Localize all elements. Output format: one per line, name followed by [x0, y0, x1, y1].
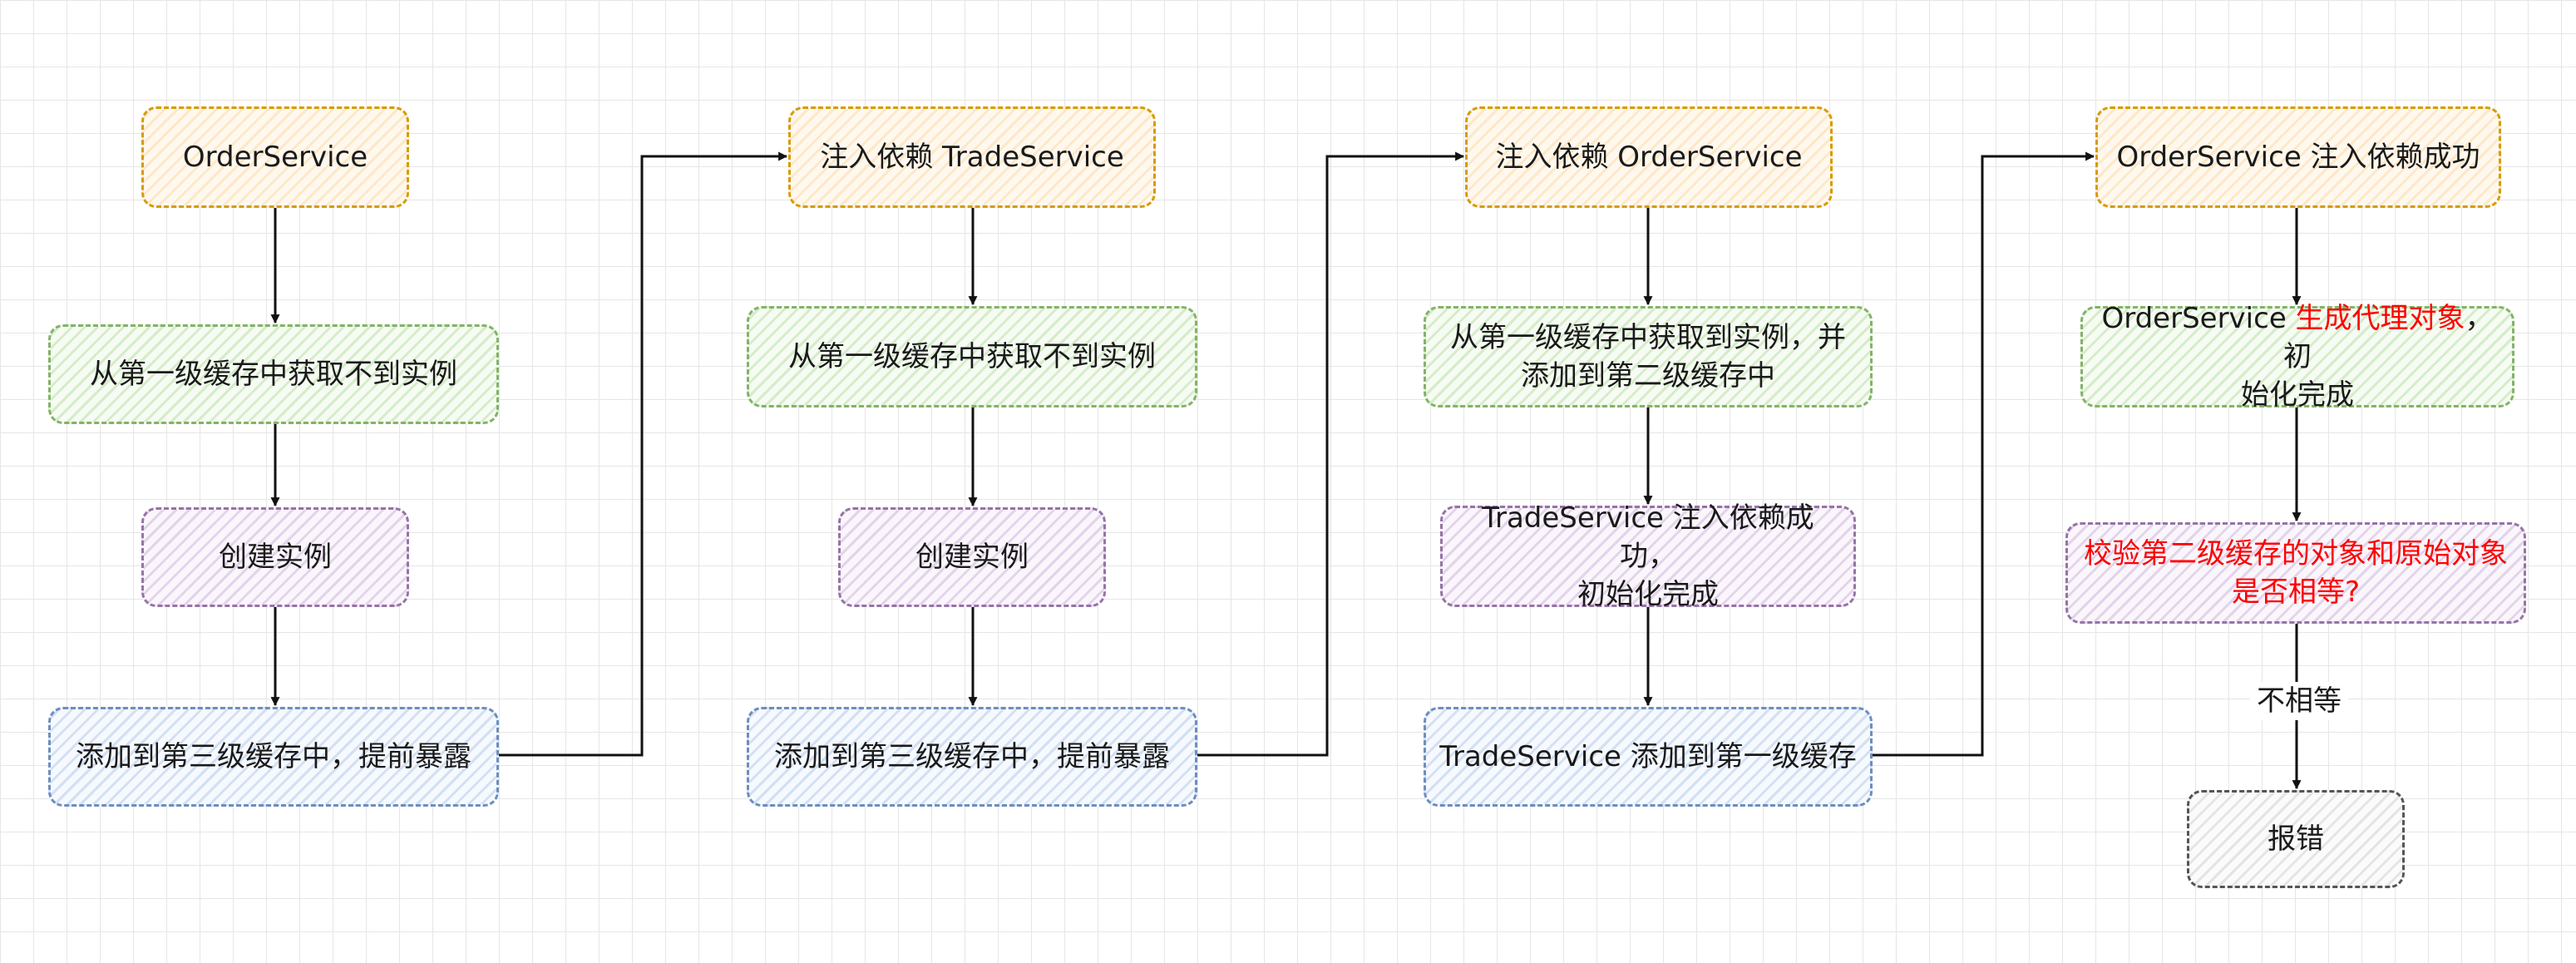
node-label-suffix: ，初	[2283, 302, 2494, 373]
node-label-line2: 是否相等?	[2231, 575, 2361, 609]
edge-label-not-equal: 不相等	[2250, 682, 2348, 720]
node-label-highlight: 生成代理对象	[2295, 302, 2465, 335]
node-get-from-first-cache-success[interactable]: 从第一级缓存中获取到实例，并 添加到第二级缓存中	[1424, 306, 1873, 407]
node-order-service-proxy[interactable]: OrderService 生成代理对象，初 始化完成	[2080, 302, 2514, 412]
node-label-line1: 从第一级缓存中获取到实例，并	[1450, 321, 1846, 354]
node-label-line2: 添加到第二级缓存中	[1521, 359, 1775, 393]
edge-a4-b1	[499, 151, 788, 757]
node-label: 从第一级缓存中获取不到实例	[90, 358, 457, 391]
node-label-prefix: OrderService	[2101, 302, 2296, 335]
node-verify-second-cache[interactable]: 校验第二级缓存的对象和原始对象 是否相等?	[2065, 522, 2526, 624]
node-add-to-third-cache-2[interactable]: 添加到第三级缓存中，提前暴露	[747, 707, 1197, 807]
node-trade-service-init-done[interactable]: TradeService 注入依赖成功， 初始化完成	[1440, 501, 1856, 611]
node-label-line1: OrderService 生成代理对象，初	[2095, 299, 2500, 376]
node-create-instance-1[interactable]: 创建实例	[141, 507, 409, 607]
node-label: 创建实例	[219, 541, 332, 574]
node-label: 注入依赖 TradeService	[820, 141, 1124, 174]
node-label: 注入依赖 OrderService	[1495, 141, 1803, 174]
node-label: 添加到第三级缓存中，提前暴露	[774, 740, 1170, 773]
node-label-line1: 校验第二级缓存的对象和原始对象	[2084, 537, 2508, 570]
node-label-line2: 始化完成	[2241, 378, 2354, 412]
node-label-line1: TradeService 注入依赖成功，	[1482, 501, 1814, 573]
node-inject-trade-service[interactable]: 注入依赖 TradeService	[788, 106, 1156, 208]
node-add-to-third-cache-1[interactable]: 添加到第三级缓存中，提前暴露	[48, 707, 499, 807]
node-get-from-first-cache-fail-1[interactable]: 从第一级缓存中获取不到实例	[48, 324, 499, 424]
node-order-service-label: OrderService	[182, 141, 368, 174]
node-label: TradeService 添加到第一级缓存	[1439, 740, 1857, 773]
node-label-line2: 初始化完成	[1577, 578, 1719, 611]
node-inject-order-service[interactable]: 注入依赖 OrderService	[1465, 106, 1833, 208]
node-label: OrderService 注入依赖成功	[2116, 141, 2480, 174]
edge-c4-d1	[1873, 151, 2095, 757]
node-order-service[interactable]: OrderService	[141, 106, 409, 208]
node-label: 从第一级缓存中获取不到实例	[788, 340, 1156, 373]
node-create-instance-2[interactable]: 创建实例	[838, 507, 1106, 607]
node-get-from-first-cache-fail-2[interactable]: 从第一级缓存中获取不到实例	[747, 306, 1197, 407]
edge-b4-c1	[1197, 151, 1465, 757]
node-label: 创建实例	[915, 541, 1029, 574]
node-error[interactable]: 报错	[2187, 790, 2405, 888]
node-trade-service-add-first-cache[interactable]: TradeService 添加到第一级缓存	[1424, 707, 1873, 807]
node-label: 添加到第三级缓存中，提前暴露	[76, 740, 471, 773]
node-label: 报错	[2268, 822, 2324, 856]
node-order-service-inject-done[interactable]: OrderService 注入依赖成功	[2095, 106, 2501, 208]
